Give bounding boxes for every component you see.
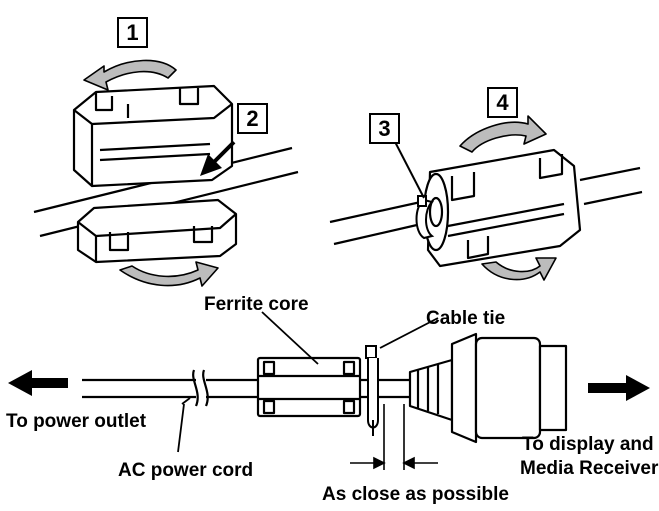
installed-assembly — [8, 311, 650, 470]
label-to-display-line1: To display and — [522, 434, 654, 455]
dimension-as-close-as-possible — [350, 404, 438, 470]
step-2-number: 2 — [246, 106, 258, 131]
ac-power-cord-lines — [82, 369, 410, 407]
step-1-number: 1 — [126, 20, 138, 45]
step-1-box: 1 — [117, 17, 148, 48]
label-to-display-line2: Media Receiver — [520, 458, 659, 479]
ferrite-core-top-half — [72, 84, 234, 188]
plug-connector — [408, 332, 568, 444]
arrow-right-to-display — [588, 375, 650, 401]
arrow-left-to-outlet — [8, 370, 68, 396]
step-3-box: 3 — [369, 113, 400, 144]
step-4-box: 4 — [487, 87, 518, 118]
push-arrow-black — [200, 140, 236, 176]
step-4-number: 4 — [496, 90, 509, 115]
label-ferrite-core: Ferrite core — [204, 294, 309, 315]
step-3-4-illustration: 3 4 — [329, 87, 643, 281]
ferrite-core-closed — [422, 148, 582, 268]
step-2-box: 2 — [237, 103, 268, 134]
label-to-power-outlet: To power outlet — [6, 411, 147, 432]
cable-tie-installed — [365, 345, 379, 436]
rotate-arrow-top — [83, 59, 177, 91]
step-1-2-illustration: 1 2 — [33, 17, 299, 287]
step-3-number: 3 — [378, 116, 390, 141]
label-cable-tie: Cable tie — [426, 308, 505, 329]
label-ac-power-cord: AC power cord — [118, 460, 253, 481]
label-as-close-as-possible: As close as possible — [322, 484, 509, 505]
rotate-arrow-right-bottom — [481, 257, 557, 281]
ferrite-core-bottom-half — [76, 198, 238, 264]
step-3-leader — [391, 135, 425, 199]
ferrite-core-installed — [256, 356, 362, 418]
rotate-arrow-bottom — [119, 261, 219, 287]
cable-tie-small — [415, 195, 435, 240]
rotate-arrow-right-top — [459, 115, 547, 153]
leader-lines — [177, 311, 439, 453]
cable-right-panel — [329, 166, 643, 246]
